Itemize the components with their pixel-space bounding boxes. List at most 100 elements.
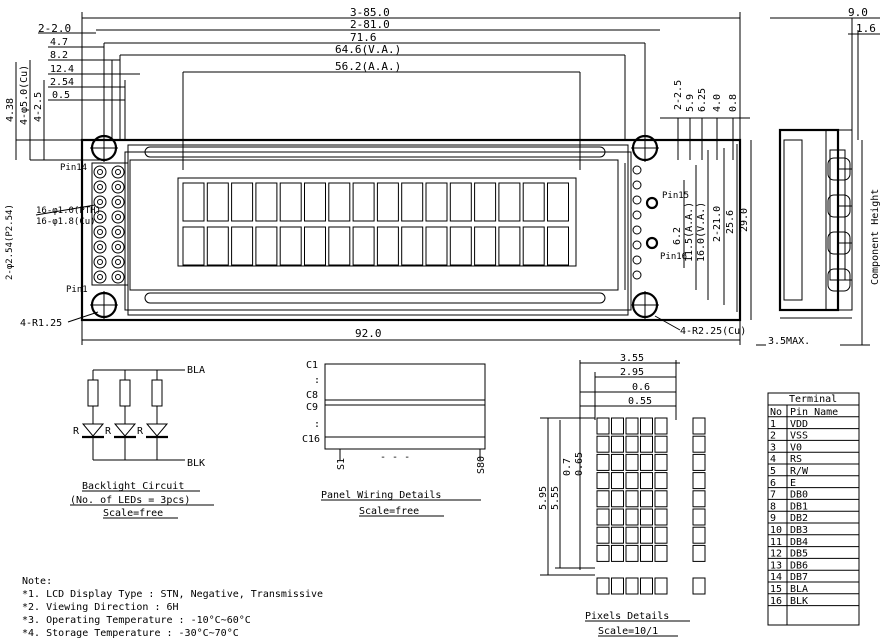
lcd-character-cell [231,182,254,222]
pixel-dot [692,472,706,490]
dim-overall: 3-85.0 [350,6,390,19]
max-height-label: 3.5MAX. [768,336,810,347]
lcd-character-cell [498,226,521,266]
pixel-dot [640,526,653,544]
dim-56-2: 56.2(A.A.) [335,60,401,73]
pin-pad [93,180,107,194]
lcd-character-cell [449,226,472,266]
mounting-holes [90,134,659,319]
dim-71-6: 71.6 [350,31,377,44]
pixel-dot [692,490,706,508]
terminal-pin-name: DB3 [790,525,808,536]
terminal-pin-name: E [790,478,796,489]
lcd-character-cell [206,182,229,222]
led-diode [113,423,137,437]
dim-4-38: 4.38 [5,98,16,122]
pixel-dot [654,490,668,508]
terminal-pin-name: BLK [790,596,808,607]
dim-81: 2-81.0 [350,18,390,31]
pixel-dot [625,435,639,453]
left-pin-header [91,162,129,286]
lcd-character-cell [352,226,375,266]
terminal-header-pin: Pin Name [790,407,838,418]
backlight-title: Backlight Circuit [82,481,184,492]
pixel-dot [640,417,653,435]
terminal-pin-name: DB5 [790,549,808,560]
lcd-character-cell [474,226,497,266]
dim-r-4-0: 4.0 [712,94,723,112]
lcd-character-cell [449,182,472,222]
pixel-dot [640,435,653,453]
bla-label: BLA [187,365,205,376]
dim-6-2: 6.2 [672,227,683,245]
px-h065: 0.65 [574,452,585,476]
lcd-character-cell [376,226,399,266]
pixel-dot [596,490,610,508]
terminal-title: Terminal [789,394,837,405]
left-side-labels: Pin14 Pin1 2-φ2.54(P2.54) 16-φ1.0(PTH) 1… [5,163,101,329]
panel-s80: S80 [476,456,487,474]
dim-16-0: 16.0(V.A.) [696,202,707,262]
pin-pad [93,270,107,284]
terminal-pin-name: DB0 [790,490,808,501]
dim-left-4-7: 4.7 [50,37,68,48]
terminal-pin-number: 9 [770,513,776,524]
dim-r-2-2-5: 2-2.5 [673,80,684,110]
pixel-dot [640,490,653,508]
cursor-dot [654,577,668,595]
dim-92: 92.0 [355,327,382,340]
lcd-character-cell [328,182,351,222]
dim-64-6: 64.6(V.A.) [335,43,401,56]
dim-29-0: 29.0 [739,208,750,232]
pin-pad [111,225,125,239]
terminal-pin-number: 12 [770,549,782,560]
pixel-dot [611,472,624,490]
note-2: *2. Viewing Direction : 6H [22,602,179,613]
terminal-pin-number: 16 [770,596,782,607]
label-pth: 16-φ1.0(PTH) [36,206,101,216]
label-r225: 4-R2.25(Cu) [680,326,746,337]
label-cu: 16-φ1.8(Cu) [36,217,96,227]
terminal-pin-name: RS [790,454,802,465]
pixel-dot [625,417,639,435]
side-view: 9.0 1.6 Component Height 3.5MAX. [756,6,881,347]
pixel-dot [640,508,653,526]
pixel-dot [654,508,668,526]
label-pin14: Pin14 [60,163,87,173]
terminal-pin-name: DB4 [790,537,808,548]
pixel-dot [596,417,610,435]
pixel-dot [640,453,653,471]
terminal-pin-name: VSS [790,431,808,442]
dim-left-12-4: 12.4 [50,64,74,75]
pin-pad [111,270,125,284]
dim-left-8-2: 8.2 [50,50,68,61]
terminal-pin-name: VDD [790,419,808,430]
lcd-character-cell [304,182,326,222]
led-resistor-label: R [105,426,112,437]
pixel-dot [596,453,610,471]
panel-c9: C9 [306,402,318,413]
pixels-title: Pixels Details [585,611,669,622]
terminal-pin-name: V0 [790,442,802,453]
pixel-dot [654,544,668,562]
resistor [119,379,131,407]
pixel-dot [611,490,624,508]
lcd-character-cell [425,226,448,266]
px-w055: 0.55 [628,396,652,407]
pin-pad [93,225,107,239]
terminal-pin-name: DB1 [790,501,808,512]
px-h07: 0.7 [562,458,573,476]
pixel-dot [611,435,624,453]
pixel-dot [596,526,610,544]
pixel-dot [625,472,639,490]
panel-colon2: : [314,419,320,430]
pixel-dot [625,526,639,544]
panel-c8: C8 [306,390,318,401]
lcd-character-cell [401,182,424,222]
terminal-pin-number: 14 [770,572,782,583]
panel-wiring: C1 : C8 C9 : C16 S1 S80 - - - Panel Wiri… [302,360,487,517]
label-pin1: Pin1 [66,285,88,295]
pixel-dot [625,453,639,471]
pixel-dot [654,472,668,490]
